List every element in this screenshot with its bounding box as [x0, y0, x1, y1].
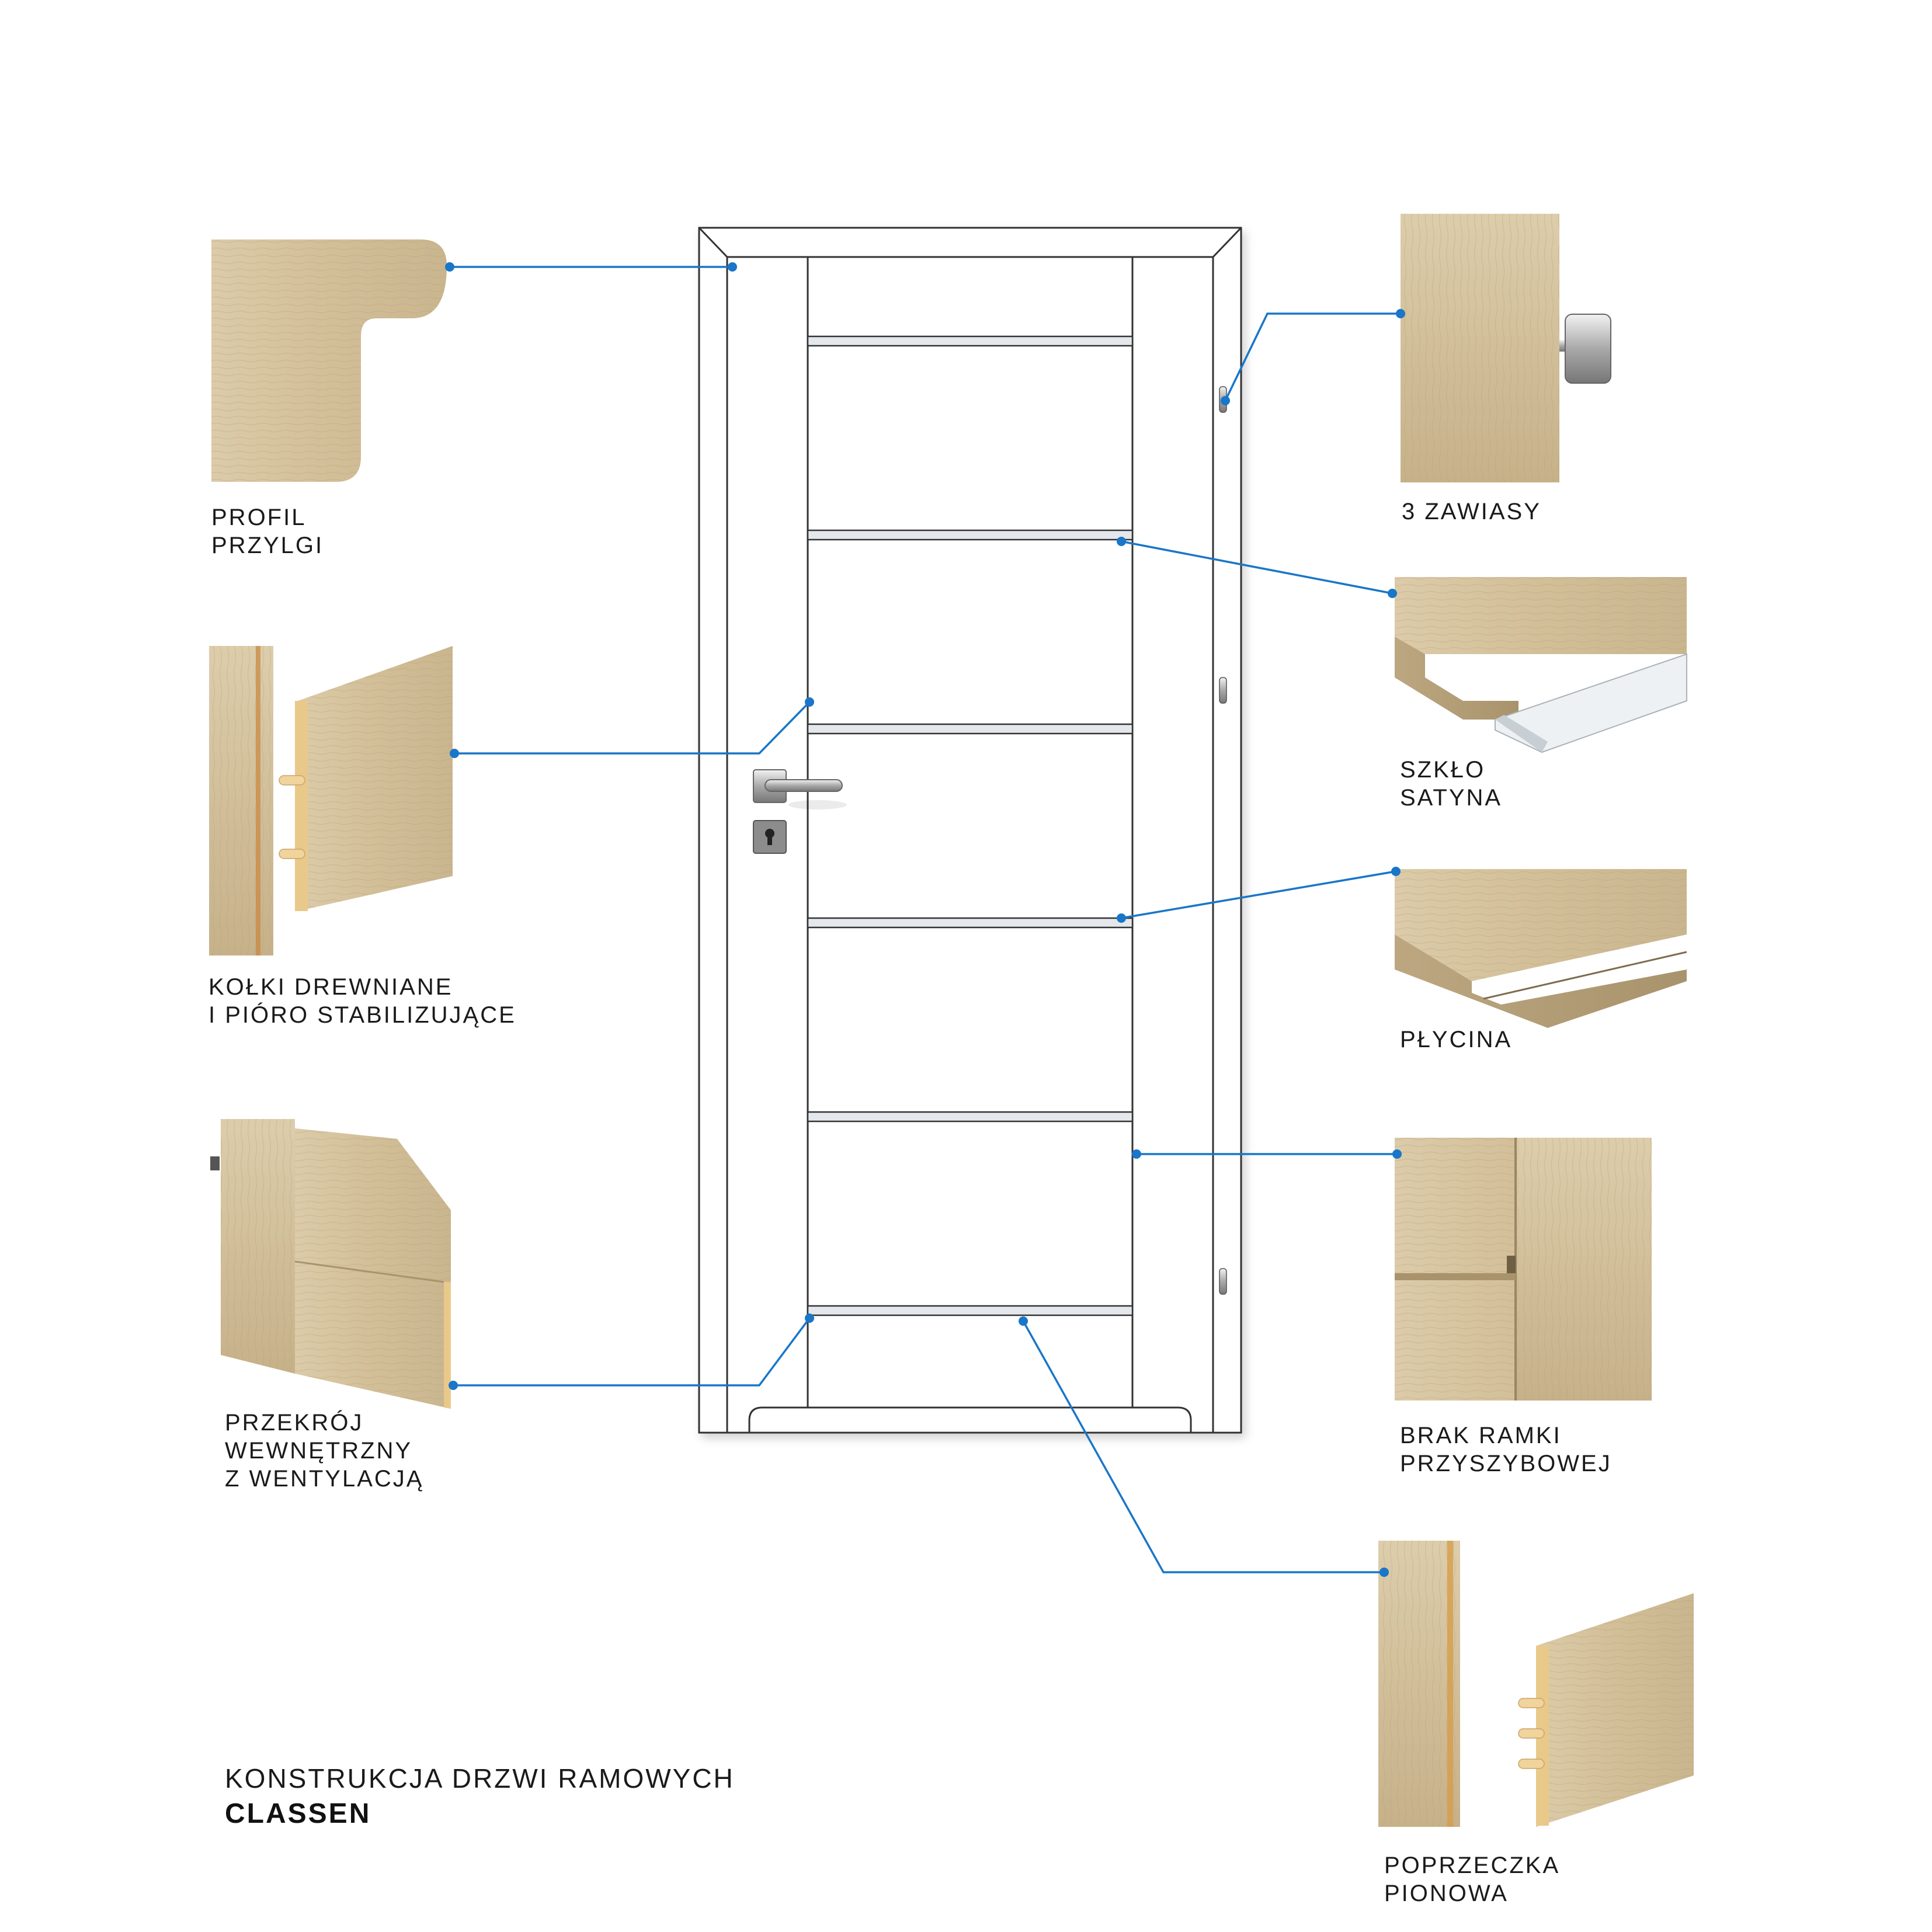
label-line: PROFIL: [211, 505, 307, 530]
label-line: PRZYSZYBOWEJ: [1400, 1451, 1612, 1476]
label-line: PRZEKRÓJ: [225, 1410, 364, 1436]
label-line: KOŁKI DREWNIANE: [209, 974, 453, 1000]
keyhole-lock-icon: [753, 820, 787, 854]
label-line: BRAK RAMKI: [1400, 1423, 1562, 1448]
callout-przekroj: [453, 1317, 811, 1387]
label-szklo: SZKŁO SATYNA: [1400, 756, 1502, 812]
label-line: WEWNĘTRZNY: [225, 1438, 413, 1464]
callout-zawiasy: [1224, 312, 1401, 401]
glass-strip: [807, 335, 1134, 347]
glass-strip: [807, 1305, 1134, 1316]
callout-poprzeczka: [1022, 1321, 1384, 1573]
callout-lines: [450, 266, 1401, 1573]
dowel: [279, 849, 305, 859]
label-line: 3 ZAWIASY: [1402, 499, 1541, 524]
plycina-illustration: [1395, 869, 1687, 1028]
glass-strip: [807, 723, 1134, 735]
callout-plycina: [1121, 870, 1396, 919]
label-line: POPRZECZKA: [1384, 1853, 1561, 1878]
glass-strip: [807, 529, 1134, 541]
przekroj-illustration: [210, 1119, 451, 1409]
footer-brand: CLASSEN: [225, 1798, 371, 1829]
callout-kolki: [454, 701, 811, 755]
footer-title: KONSTRUKCJA DRZWI RAMOWYCH: [225, 1763, 735, 1794]
label-przekroj: PRZEKRÓJ WEWNĘTRZNY Z WENTYLACJĄ: [225, 1409, 423, 1493]
brak-ramki-illustration: [1395, 1138, 1652, 1401]
callout-szklo: [1121, 540, 1393, 595]
label-brak-ramki: BRAK RAMKI PRZYSZYBOWEJ: [1400, 1422, 1612, 1478]
label-line: Z WENTYLACJĄ: [225, 1466, 424, 1492]
label-line: PŁYCINA: [1400, 1027, 1513, 1052]
profil-przylgi-illustration: [211, 239, 447, 482]
glass-strip: [807, 1111, 1134, 1123]
label-line: SATYNA: [1400, 785, 1503, 811]
label-poprzeczka: POPRZECZKA PIONOWA: [1384, 1851, 1560, 1907]
hinge-icon: [1219, 386, 1227, 1295]
label-kolki: KOŁKI DREWNIANE I PIÓRO STABILIZUJĄCE: [209, 973, 516, 1029]
door-bottom-profile: [748, 1406, 1192, 1433]
poprzeczka-illustration: [1378, 1541, 1694, 1827]
label-plycina: PŁYCINA: [1400, 1026, 1512, 1054]
dowel: [1518, 1728, 1545, 1739]
door-handle-icon: [753, 769, 847, 809]
label-line: PIONOWA: [1384, 1881, 1509, 1906]
label-line: I PIÓRO STABILIZUJĄCE: [209, 1002, 516, 1028]
label-zawiasy: 3 ZAWIASY: [1402, 498, 1541, 526]
dowel: [279, 775, 305, 786]
glass-strips: [807, 335, 1134, 1316]
glass-strip: [807, 917, 1134, 929]
door-drawing: [698, 227, 1242, 1434]
hinge-icon: [1559, 314, 1611, 384]
zawiasy-illustration: [1401, 214, 1611, 482]
dowel: [1518, 1759, 1545, 1769]
szklo-illustration: [1395, 577, 1687, 753]
callout-dots: [445, 262, 1405, 1577]
door-leaf: [726, 256, 1214, 1434]
label-line: PRZYLGI: [211, 533, 324, 558]
label-line: SZKŁO: [1400, 757, 1486, 783]
dowel: [1518, 1698, 1545, 1708]
kolki-illustration: [209, 646, 453, 955]
label-profil-przylgi: PROFIL PRZYLGI: [211, 503, 324, 560]
